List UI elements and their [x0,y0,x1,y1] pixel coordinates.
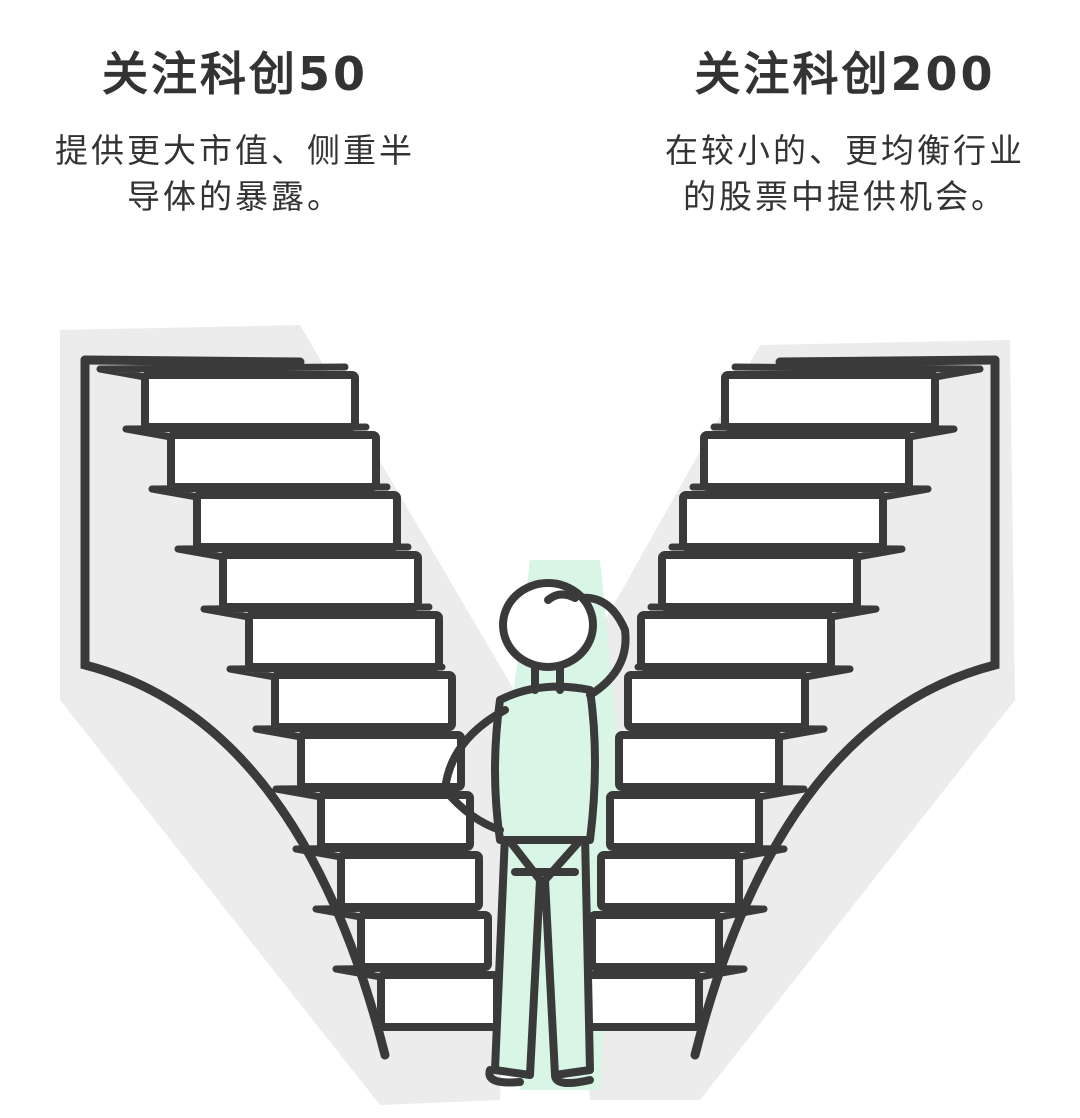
left-step-2 [167,431,380,491]
left-step-tread-4 [174,543,412,561]
left-step-tread-3 [148,483,391,501]
right-step-tread-5 [647,603,880,621]
right-step-5 [637,611,835,671]
right-step-tread-3 [689,483,932,501]
left-option-desc-line-2: 导体的暴露。 [127,177,343,216]
left-step-9 [337,851,483,911]
right-option-desc-line-2: 的股票中提供机会。 [683,177,1007,216]
right-step-2 [700,431,913,491]
right-step-10 [588,911,723,971]
left-option-title: 关注科创50 [101,47,368,101]
person-right-arm [576,593,630,699]
right-step-11 [579,971,703,1031]
right-step-tread-10 [598,903,768,921]
left-step-7 [297,731,465,791]
left-option-desc-line-1: 提供更大市值、侧重半 [55,131,415,170]
left-step-4 [219,551,422,611]
right-step-tread-8 [616,783,808,801]
left-step-tread-10 [312,903,482,921]
person-left-leg [491,831,544,1079]
left-step-tread-2 [122,423,370,441]
left-step-tread-6 [226,663,446,681]
left-step-tread-5 [200,603,433,621]
left-step-3 [193,491,401,551]
person-hand [544,590,579,604]
right-step-4 [658,551,861,611]
left-step-tread-11 [332,963,491,981]
left-step-tread-7 [252,723,455,741]
right-step-tread-1 [731,363,984,381]
right-step-7 [615,731,783,791]
left-staircase-top-edge [80,355,305,367]
right-step-tread-7 [625,723,828,741]
left-step-1 [141,371,359,431]
left-option-description: 提供更大市值、侧重半 导体的暴露。 [20,128,450,220]
left-step-tread-1 [96,363,349,381]
person-right-leg [541,831,594,1079]
right-step-tread-6 [634,663,854,681]
left-step-tread-8 [272,783,464,801]
person-shoes [485,1066,594,1088]
left-step-6 [271,671,456,731]
right-step-tread-11 [589,963,748,981]
left-step-11 [377,971,501,1031]
right-step-tread-9 [607,843,788,861]
right-staircase-top-edge [775,355,1000,367]
left-step-tread-9 [292,843,473,861]
right-option-desc-line-1: 在较小的、更均衡行业 [665,131,1025,170]
left-staircase [80,355,501,1060]
person-torso [491,682,599,844]
right-step-8 [606,791,763,851]
right-option-description: 在较小的、更均衡行业 的股票中提供机会。 [630,128,1060,220]
right-option-title: 关注科创200 [694,47,996,101]
right-step-tread-2 [710,423,958,441]
right-step-1 [721,371,939,431]
left-step-10 [357,911,492,971]
left-step-8 [317,791,474,851]
right-staircase [579,355,1000,1060]
person-left-arm [441,706,509,834]
right-step-tread-4 [668,543,906,561]
thinking-person-figure [441,579,630,1088]
right-step-9 [597,851,743,911]
right-step-3 [679,491,887,551]
right-step-6 [624,671,809,731]
person-head [499,579,597,671]
left-step-5 [245,611,443,671]
